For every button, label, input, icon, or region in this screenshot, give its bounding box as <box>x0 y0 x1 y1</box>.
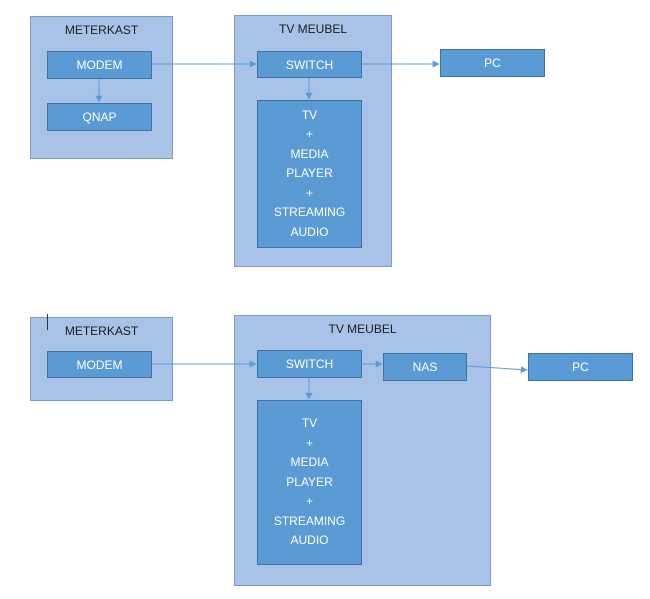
node-qnap-1[interactable]: QNAP <box>47 103 152 131</box>
node-tv-stack-1[interactable]: TV + MEDIA PLAYER + STREAMING AUDIO <box>257 100 362 248</box>
tv-stack-line: TV <box>301 107 318 122</box>
text-cursor <box>47 314 48 330</box>
tv-stack-line: STREAMING <box>273 513 346 528</box>
group-title: METERKAST <box>64 23 139 37</box>
tv-stack-line: + <box>305 435 313 450</box>
tv-stack-line: MEDIA <box>290 146 329 161</box>
node-pc-1[interactable]: PC <box>440 49 545 77</box>
tv-stack-line: PLAYER <box>286 474 333 489</box>
node-switch-1[interactable]: SWITCH <box>257 51 362 78</box>
tv-stack-line: STREAMING <box>273 205 346 220</box>
tv-stack-line: AUDIO <box>290 533 329 548</box>
tv-stack-line: MEDIA <box>290 455 329 470</box>
node-pc-2[interactable]: PC <box>528 353 633 381</box>
group-title: TV MEUBEL <box>328 322 397 336</box>
tv-stack-line: + <box>305 494 313 509</box>
node-modem-1[interactable]: MODEM <box>47 51 152 79</box>
tv-stack-line: TV <box>301 416 318 431</box>
tv-stack-line: + <box>305 127 313 142</box>
tv-stack-line: PLAYER <box>286 166 333 181</box>
node-modem-2[interactable]: MODEM <box>47 351 152 378</box>
node-nas-2[interactable]: NAS <box>383 353 467 381</box>
node-tv-stack-2[interactable]: TV + MEDIA PLAYER + STREAMING AUDIO <box>257 400 362 565</box>
tv-stack-line: AUDIO <box>290 224 329 239</box>
group-title: METERKAST <box>64 324 139 338</box>
group-title: TV MEUBEL <box>278 22 347 36</box>
tv-stack-line: + <box>305 185 313 200</box>
group-meterkast-1: METERKAST <box>30 16 173 159</box>
node-switch-2[interactable]: SWITCH <box>257 350 362 378</box>
